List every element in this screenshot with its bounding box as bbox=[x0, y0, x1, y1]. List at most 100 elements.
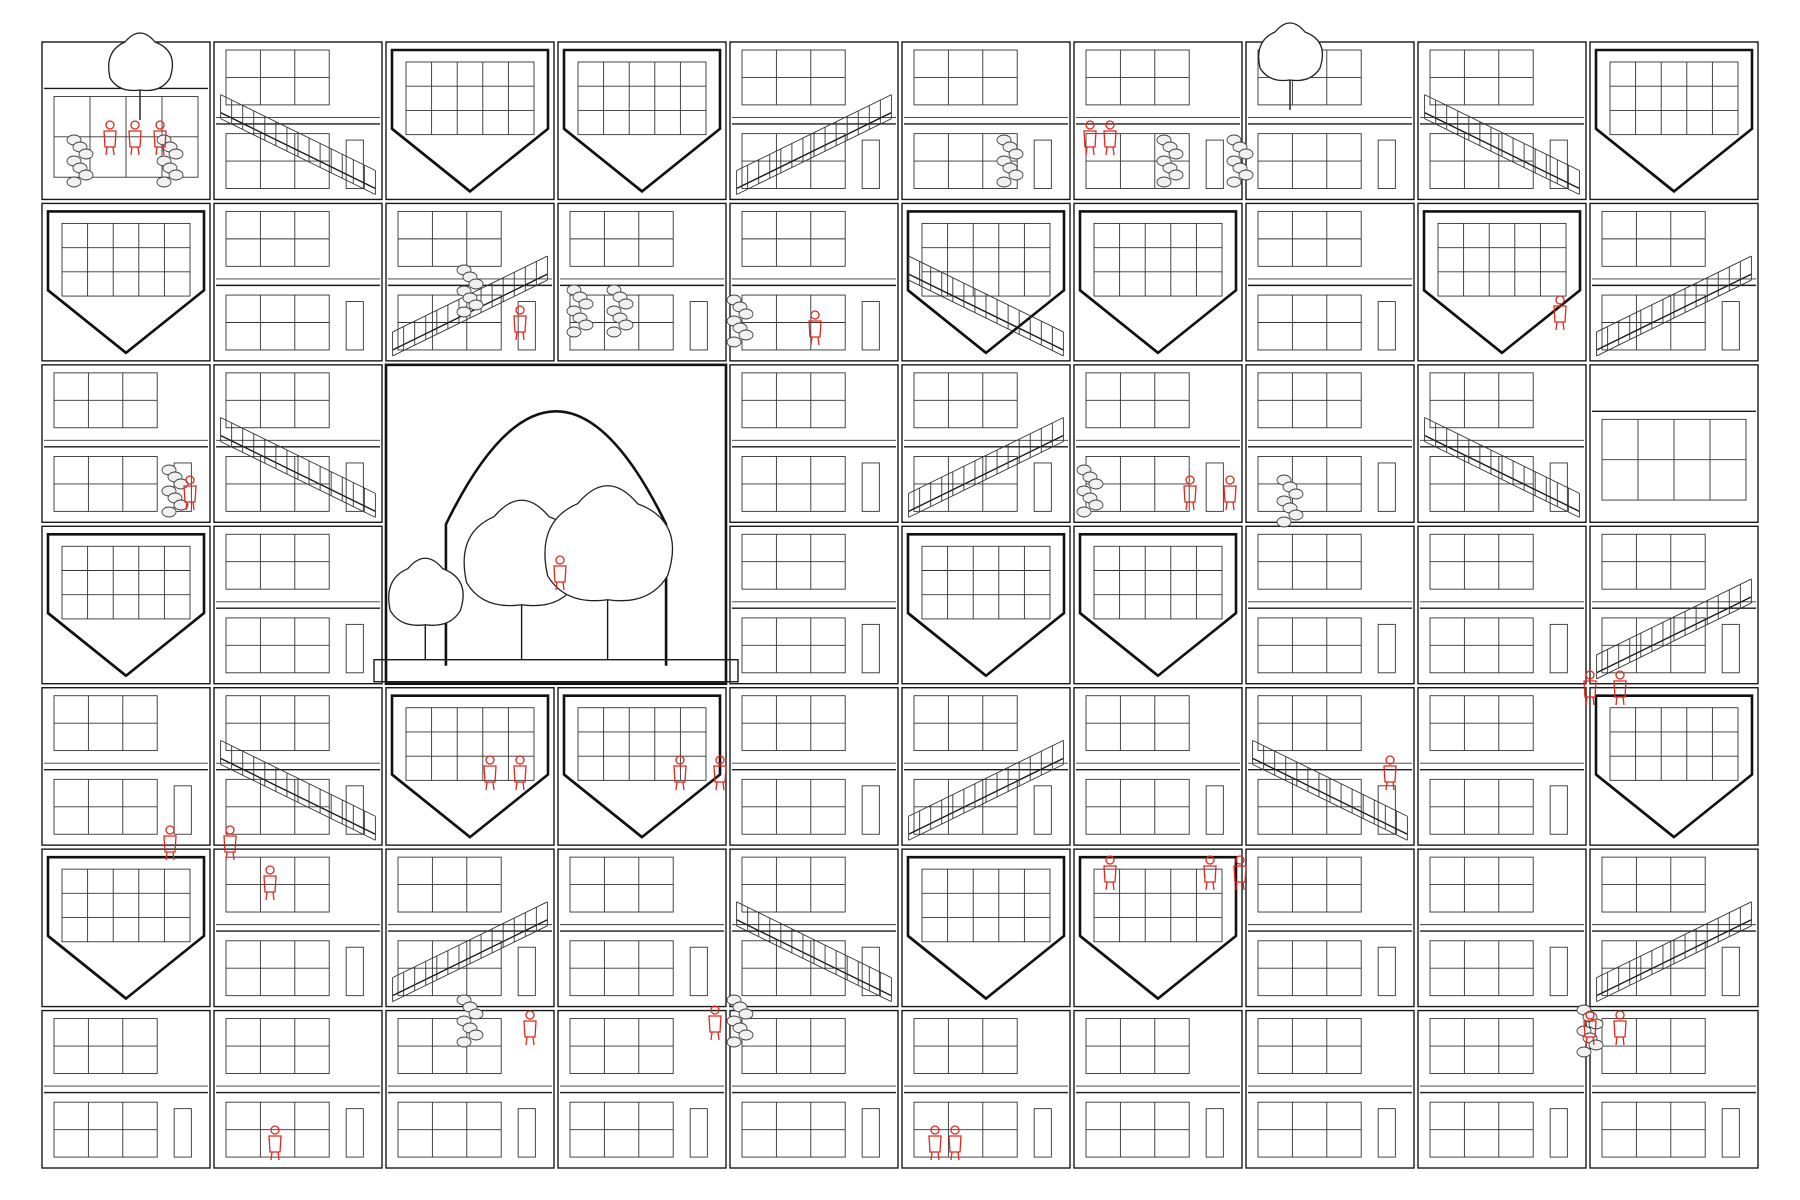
window-grid-icon bbox=[225, 372, 330, 429]
window-grid-icon bbox=[1601, 418, 1747, 501]
hanging-plant-icon bbox=[606, 284, 634, 338]
window-grid-icon bbox=[921, 222, 1051, 297]
window-grid-icon bbox=[1429, 49, 1534, 106]
hanging-plant-icon bbox=[66, 134, 94, 188]
module-standard bbox=[1245, 1009, 1415, 1169]
person-icon bbox=[1383, 755, 1397, 791]
window-grid-icon bbox=[1257, 617, 1362, 674]
people-figures bbox=[103, 120, 1627, 1161]
person-icon bbox=[1233, 855, 1247, 891]
tree-icon bbox=[108, 32, 174, 120]
window-grid-icon bbox=[225, 617, 330, 674]
window-grid-icon bbox=[577, 61, 707, 136]
module-chevron bbox=[385, 687, 555, 846]
door-icon bbox=[1549, 623, 1568, 674]
module-standard bbox=[901, 364, 1071, 523]
person-icon bbox=[223, 825, 237, 861]
door-icon bbox=[1033, 139, 1052, 189]
module-chevron bbox=[41, 525, 211, 685]
stair-icon bbox=[1596, 901, 1752, 1003]
door-icon bbox=[1205, 785, 1224, 835]
module-standard bbox=[213, 525, 383, 685]
module-standard bbox=[557, 1009, 727, 1169]
module-chevron bbox=[901, 848, 1071, 1008]
window-grid-icon bbox=[225, 695, 330, 752]
window-grid-icon bbox=[913, 49, 1018, 106]
module-standard bbox=[1073, 1009, 1243, 1169]
person-icon bbox=[153, 120, 167, 156]
window-grid-icon bbox=[741, 1101, 846, 1158]
door-icon bbox=[1033, 1108, 1052, 1158]
door-icon bbox=[517, 1108, 536, 1158]
door-icon bbox=[345, 301, 364, 351]
door-icon bbox=[1205, 462, 1224, 512]
module-terrace bbox=[1589, 364, 1759, 523]
module-chevron bbox=[1589, 41, 1759, 201]
module-standard bbox=[557, 848, 727, 1008]
module-standard bbox=[1417, 687, 1587, 846]
person-icon bbox=[1553, 295, 1567, 331]
door-icon bbox=[689, 301, 708, 351]
module-standard bbox=[729, 364, 899, 523]
window-grid-icon bbox=[1085, 1018, 1190, 1074]
window-grid-icon bbox=[741, 533, 846, 590]
person-icon bbox=[513, 305, 527, 341]
window-grid-icon bbox=[921, 868, 1051, 943]
window-grid-icon bbox=[225, 778, 330, 835]
door-icon bbox=[1377, 462, 1396, 512]
atrium-frame bbox=[384, 363, 728, 686]
window-grid-icon bbox=[53, 1018, 158, 1074]
module-standard bbox=[1073, 687, 1243, 846]
module-standard bbox=[385, 1009, 555, 1169]
window-grid-icon bbox=[1601, 940, 1706, 997]
person-icon bbox=[928, 1125, 942, 1161]
door-icon bbox=[1205, 1108, 1224, 1158]
module-standard bbox=[1245, 202, 1415, 362]
person-icon bbox=[103, 120, 117, 156]
person-icon bbox=[483, 755, 497, 791]
window-grid-icon bbox=[1257, 1018, 1362, 1074]
window-grid-icon bbox=[921, 545, 1051, 620]
door-icon bbox=[345, 623, 364, 674]
hanging-plant-icon bbox=[456, 264, 484, 318]
window-grid-icon bbox=[741, 856, 846, 913]
module-standard bbox=[213, 687, 383, 846]
person-icon bbox=[1223, 475, 1237, 511]
window-grid-icon bbox=[1601, 210, 1706, 267]
module-chevron bbox=[1589, 687, 1759, 846]
window-grid-icon bbox=[1257, 856, 1362, 913]
module-standard bbox=[1245, 41, 1415, 201]
hanging-plant-icon bbox=[726, 994, 754, 1048]
tree-icon bbox=[544, 485, 674, 660]
window-grid-icon bbox=[1601, 533, 1706, 590]
window-grid-icon bbox=[1601, 856, 1706, 913]
module-chevron bbox=[557, 41, 727, 201]
stair-icon bbox=[220, 94, 376, 195]
tree-icon bbox=[1258, 22, 1324, 110]
door-icon bbox=[861, 785, 880, 835]
module-standard bbox=[1417, 41, 1587, 201]
window-grid-icon bbox=[741, 133, 846, 189]
hanging-plant-icon bbox=[1076, 464, 1104, 518]
door-icon bbox=[517, 301, 536, 351]
module-chevron bbox=[41, 202, 211, 362]
stair-icon bbox=[1596, 578, 1752, 680]
door-icon bbox=[689, 1108, 708, 1158]
window-grid-icon bbox=[397, 856, 502, 913]
window-grid-icon bbox=[1429, 456, 1534, 512]
window-grid-icon bbox=[741, 617, 846, 674]
module-standard bbox=[729, 848, 899, 1008]
window-grid-icon bbox=[1429, 372, 1534, 429]
module-standard bbox=[213, 848, 383, 1008]
module-standard bbox=[901, 687, 1071, 846]
person-icon bbox=[808, 310, 822, 346]
central-arch-atrium bbox=[373, 363, 739, 686]
window-grid-icon bbox=[1085, 133, 1190, 189]
module-standard bbox=[41, 687, 211, 846]
door-icon bbox=[1377, 946, 1396, 997]
window-grid-icon bbox=[225, 456, 330, 512]
module-standard bbox=[213, 1009, 383, 1169]
module-chevron bbox=[1073, 525, 1243, 685]
window-grid-icon bbox=[1257, 133, 1362, 189]
